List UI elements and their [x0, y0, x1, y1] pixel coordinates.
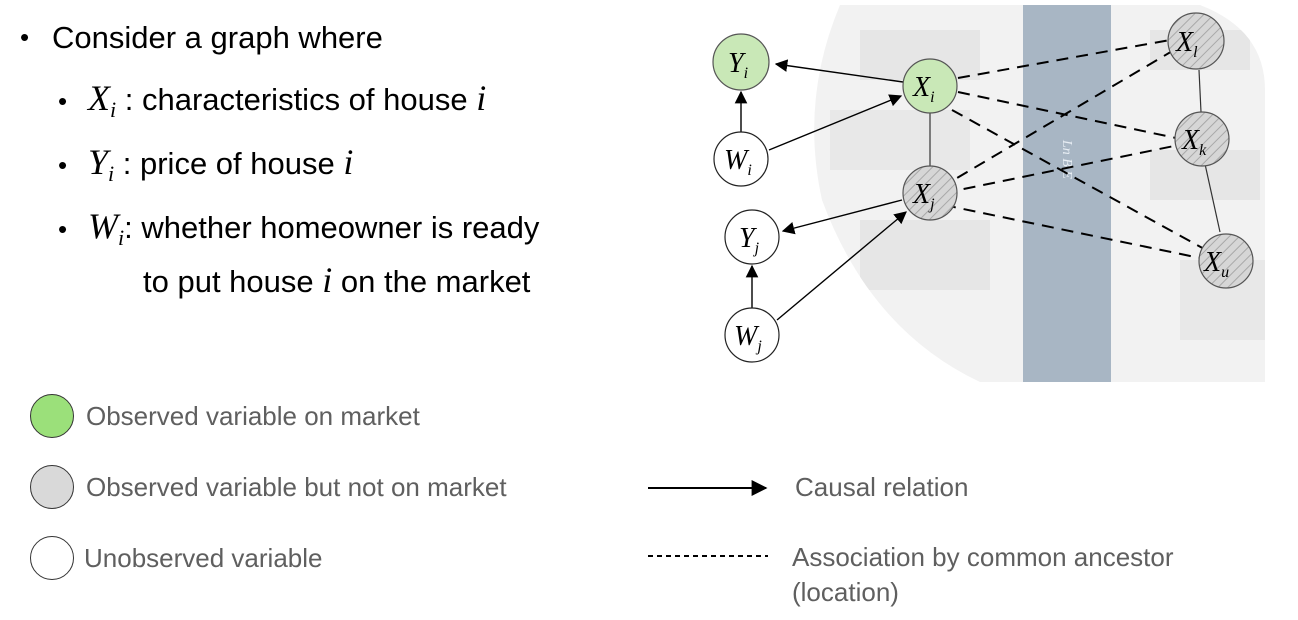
var-i: i	[322, 260, 333, 300]
legend-causal: Causal relation	[795, 472, 969, 502]
bullet-wi-line2: to put house i on the market	[143, 262, 530, 300]
var-sub: i	[108, 161, 115, 187]
assoc-xi-xl	[957, 39, 1171, 79]
svg-text:Yi: Yi	[728, 48, 748, 82]
association-edges	[939, 39, 1207, 259]
bullet-text: : whether homeowner is ready	[124, 210, 540, 245]
var-i: i	[343, 142, 354, 182]
assoc-xj-xu	[943, 204, 1201, 259]
bullet-main: Consider a graph where	[52, 20, 383, 55]
node-wj: Wj	[724, 307, 780, 363]
causal-graph: Ln B E Yi Wi Xi Xj	[712, 5, 1265, 382]
link-xk-xu	[1204, 163, 1221, 233]
var-sub: i	[118, 225, 125, 251]
svg-text:Wi: Wi	[724, 145, 752, 179]
legend-gray-circle	[30, 465, 74, 509]
bullet-text: : price of house	[114, 146, 344, 181]
var-x: X	[88, 78, 110, 118]
var-i: i	[476, 78, 487, 118]
node-xl: Xl	[1167, 12, 1225, 70]
edge-xi-yi	[774, 59, 904, 83]
node-yj: Yj	[724, 209, 780, 265]
causal-edges	[734, 59, 907, 321]
bullet-dot: •	[58, 150, 68, 180]
svg-text:Xi: Xi	[912, 72, 935, 106]
node-wi: Wi	[713, 131, 769, 187]
svg-text:Wj: Wj	[734, 321, 762, 355]
svg-text:Yj: Yj	[739, 223, 760, 257]
link-xl-xk	[1198, 69, 1202, 113]
node-xi: Xi	[902, 58, 958, 114]
legend-association: Association by common ancestor	[792, 542, 1174, 572]
bullet-text: on the market	[332, 264, 531, 299]
var-y: Y	[88, 142, 109, 182]
bullet-dot: •	[20, 22, 30, 52]
legend-association-dash	[648, 555, 768, 557]
bullet-dot: •	[58, 86, 68, 116]
legend-white-circle	[30, 536, 74, 580]
node-xk: Xk	[1174, 111, 1230, 167]
legend-observed-not-on-market: Observed variable but not on market	[86, 472, 507, 502]
node-yi: Yi	[712, 33, 770, 91]
svg-text:Xj: Xj	[912, 179, 935, 213]
node-xj: Xj	[902, 165, 958, 221]
svg-text:Xl: Xl	[1175, 27, 1198, 61]
legend-green-circle	[30, 394, 74, 438]
bullet-dot: •	[58, 214, 68, 244]
bullet-text: : characteristics of house	[116, 82, 477, 117]
bullet-text: to put house	[143, 264, 323, 299]
edge-xj-yj	[781, 199, 903, 235]
map-block	[830, 110, 970, 170]
var-sub: i	[110, 97, 117, 123]
legend-observed-on-market: Observed variable on market	[86, 401, 420, 431]
bullet-wi: Wi: whether homeowner is ready	[88, 208, 539, 256]
assoc-xi-xk	[957, 91, 1177, 139]
legend-association-location: (location)	[792, 577, 899, 607]
node-xu: Xu	[1198, 233, 1254, 289]
bullet-xi: Xi : characteristics of house i	[88, 80, 486, 128]
legend-unobserved: Unobserved variable	[84, 543, 323, 573]
bullet-yi: Yi : price of house i	[88, 144, 353, 192]
legend-causal-arrow	[648, 480, 768, 496]
map-block	[860, 220, 990, 290]
var-w: W	[88, 206, 118, 246]
svg-text:Xu: Xu	[1203, 247, 1229, 281]
assoc-xj-xl	[939, 49, 1175, 189]
edge-wj-xj	[776, 211, 907, 321]
map-street	[1023, 5, 1111, 382]
svg-text:Xk: Xk	[1181, 125, 1207, 159]
assoc-xi-xu	[951, 109, 1207, 251]
edge-wi-xi	[768, 94, 903, 151]
